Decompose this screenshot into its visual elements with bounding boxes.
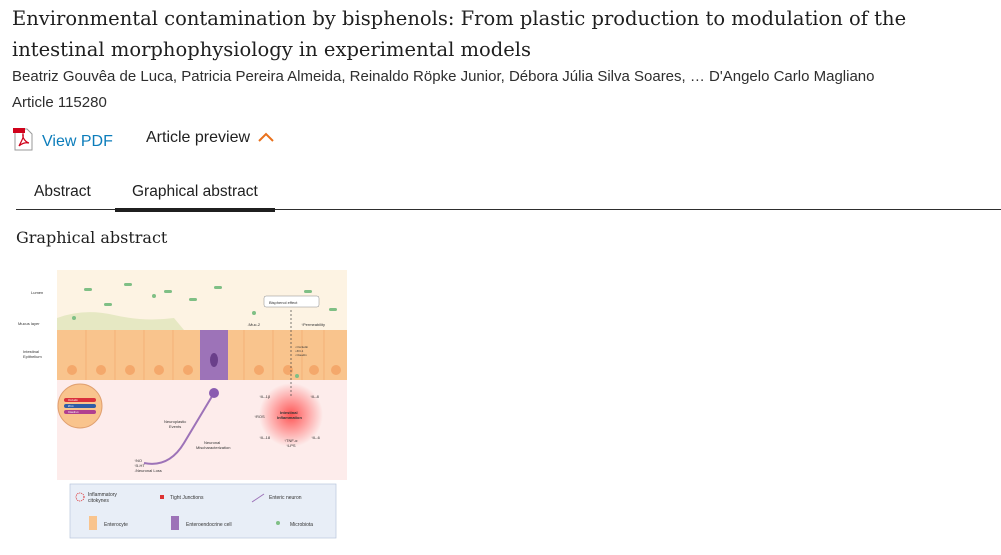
authors: Beatriz Gouvêa de Luca, Patricia Pereira… <box>12 68 875 85</box>
legend-cytokines-1: Inflammatory <box>88 492 117 498</box>
label-ros: ↑ROS <box>254 414 265 419</box>
label-il8: ↑IL-8 <box>310 394 320 399</box>
label-lumen: Lumen <box>31 290 43 295</box>
label-occludin: ↓Occludin <box>295 345 309 349</box>
label-inflammation-1: Intestinal <box>280 410 298 415</box>
legend-cytokines-2: citokynes <box>88 498 109 504</box>
label-no: ↑NO <box>134 458 142 463</box>
section-title: Graphical abstract <box>16 228 168 247</box>
label-neuronal-loss: ↓Neuronal Loss <box>134 468 162 473</box>
graphical-abstract-figure[interactable]: Lumen Mucus layer Intestinal Epithelium … <box>14 268 350 543</box>
view-pdf-label: View PDF <box>42 132 113 150</box>
legend-enterocyte: Enterocyte <box>104 522 128 528</box>
label-epithelium-1: Intestinal <box>23 349 39 354</box>
label-tnf: ↑TNF-α <box>284 438 298 443</box>
legend-neuron: Enteric neuron <box>269 495 302 501</box>
label-mucus: Mucus layer <box>18 321 40 326</box>
label-muc2: ↓Muc-2 <box>247 322 261 327</box>
article-preview-toggle[interactable]: Article preview <box>146 129 274 147</box>
label-mis-1: Neuronal <box>204 440 220 445</box>
article-preview-label: Article preview <box>146 129 251 146</box>
label-lps: ↑LPS <box>286 443 296 448</box>
view-pdf-link[interactable]: View PDF <box>12 127 113 156</box>
label-circle-zo1: ZO-1 <box>68 405 74 408</box>
label-epithelium-2: Epithelium <box>23 354 42 359</box>
label-il6: ↑IL-6 <box>311 435 321 440</box>
label-circle-occludin: Occludin <box>68 399 78 402</box>
article-number: Article 115280 <box>12 94 107 111</box>
label-neuroplastic-2: Events <box>169 424 181 429</box>
pdf-icon <box>12 127 34 156</box>
tab-abstract[interactable]: Abstract <box>34 183 91 200</box>
label-permeability: ↑Permeability <box>301 322 325 327</box>
label-zo1: ↓ZO-1 <box>295 349 304 353</box>
label-claudin: ↓Claudin <box>295 353 307 357</box>
label-mis-2: Mischaracterization <box>196 445 230 450</box>
label-neuroplastic-1: Neuroplastic <box>164 419 186 424</box>
legend-enteroendocrine: Enteroendocrine cell <box>186 522 232 528</box>
label-5ht: ↑5-HT <box>134 463 145 468</box>
label-circle-claudin: Claudin-1 <box>68 411 79 414</box>
legend-tight-junctions: Tight Junctions <box>170 495 204 501</box>
label-il18: ↑IL-18 <box>259 435 271 440</box>
label-il1b: ↑IL-1β <box>259 394 271 399</box>
label-bisphenol: Bisphenol effect <box>269 300 298 305</box>
tab-bar: Abstract Graphical abstract <box>16 178 1001 212</box>
label-inflammation-2: Inflammation <box>277 415 302 420</box>
chevron-up-icon <box>258 129 274 147</box>
tab-graphical-abstract[interactable]: Graphical abstract <box>115 183 275 212</box>
article-title[interactable]: Environmental contamination by bisphenol… <box>12 7 907 61</box>
legend-microbiota: Microbiota <box>290 522 313 528</box>
